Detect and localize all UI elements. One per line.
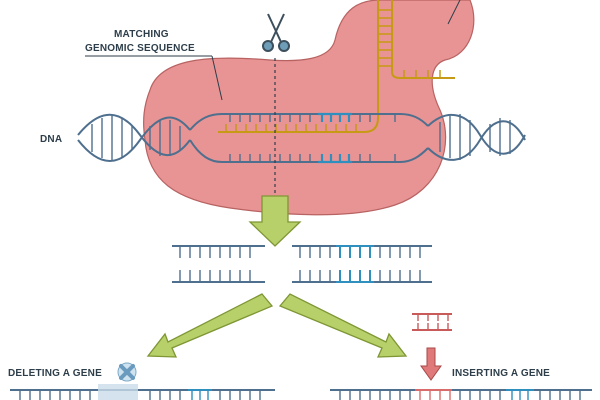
deleted-gene-dna (10, 384, 275, 400)
inserting-gene-label: INSERTING A GENE (452, 368, 550, 379)
down-flow-arrow (248, 195, 302, 247)
dna-label: DNA (40, 134, 62, 145)
cut-dna-fragments (172, 245, 432, 283)
cas9-protein (143, 0, 475, 216)
right-flow-arrow (278, 293, 408, 358)
deleting-gene-label: DELETING A GENE (8, 368, 102, 379)
x-mark-icon (117, 362, 137, 382)
label-pointers (85, 0, 461, 101)
matching-sequence-label-line2: GENOMIC SEQUENCE (85, 43, 195, 54)
down-arrow-icon (420, 347, 442, 381)
matching-sequence-label-line1: MATCHING (114, 29, 169, 40)
guide-rna (218, 0, 455, 133)
dna-helix (77, 112, 526, 164)
inserted-gene-dna (330, 389, 592, 400)
scissors-icon (262, 13, 290, 52)
insert-gene-fragment (412, 313, 452, 331)
left-flow-arrow (146, 293, 274, 358)
